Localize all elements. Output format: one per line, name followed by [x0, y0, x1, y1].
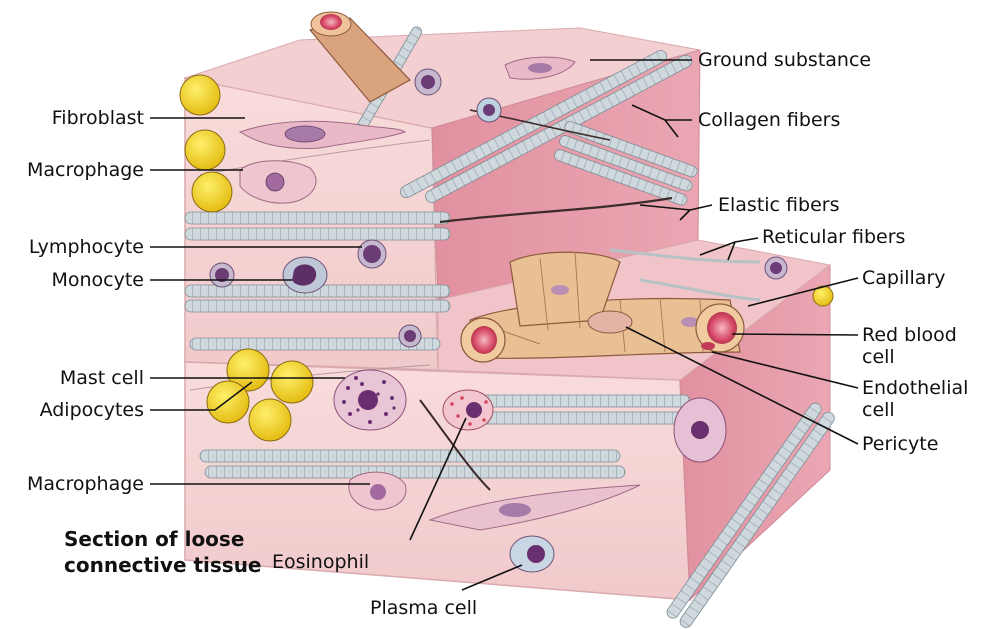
caption-line-1: Section of loose [64, 526, 244, 552]
label-adipocytes: Adipocytes [40, 399, 144, 421]
label-capillary: Capillary [862, 267, 946, 289]
adipocyte [192, 172, 232, 212]
mast-cell-nucleus [358, 390, 378, 410]
collagen-fiber [470, 412, 690, 424]
macrophage-nucleus [266, 173, 284, 191]
collagen-fiber [185, 228, 450, 240]
eosinophil-nucleus [466, 402, 482, 418]
label-endothelial-cell-line1: Endothelial [862, 377, 968, 399]
label-ground-substance: Ground substance [698, 49, 871, 71]
collagen-fiber [460, 395, 690, 407]
label-lymphocyte: Lymphocyte [29, 236, 144, 258]
red-blood-cell [707, 312, 737, 344]
lymphocyte-nucleus [363, 245, 381, 263]
fibroblast-nucleus [499, 503, 531, 517]
label-macrophage-top: Macrophage [27, 159, 144, 181]
adipocyte [207, 381, 249, 423]
label-endothelial-cell-line2: cell [862, 399, 895, 421]
label-monocyte: Monocyte [51, 269, 144, 291]
collagen-fiber [185, 212, 450, 224]
plasma-cell-nucleus [527, 545, 545, 563]
caption-line-2: connective tissue [64, 552, 262, 578]
fibroblast-nucleus [528, 63, 552, 73]
label-plasma-cell: Plasma cell [370, 597, 477, 619]
label-fibroblast: Fibroblast [52, 107, 144, 129]
cell-nucleus [691, 421, 709, 439]
adipocyte [185, 130, 225, 170]
label-red-blood-cell-line1: Red blood [862, 324, 957, 346]
cell-nucleus [770, 262, 782, 274]
macrophage-nucleus [370, 484, 386, 500]
fibroblast-nucleus [285, 126, 325, 142]
cell-nucleus [404, 330, 416, 342]
label-reticular-fibers: Reticular fibers [762, 226, 905, 248]
red-blood-cell [471, 326, 497, 354]
pericyte [588, 311, 632, 333]
collagen-fiber [200, 450, 620, 462]
endothelial-nucleus [551, 285, 569, 295]
adipocyte [180, 75, 220, 115]
collagen-fiber [205, 466, 625, 478]
label-mast-cell: Mast cell [60, 367, 144, 389]
cell-nucleus [483, 104, 495, 116]
label-eosinophil: Eosinophil [272, 551, 369, 573]
cell-nucleus [421, 75, 435, 89]
label-macrophage-bottom: Macrophage [27, 473, 144, 495]
adipocyte [249, 399, 291, 441]
collagen-fiber [185, 300, 450, 312]
label-red-blood-cell-line2: cell [862, 346, 895, 368]
adipocyte [271, 361, 313, 403]
leader-red-blood-cell [732, 334, 858, 335]
label-collagen-fibers: Collagen fibers [698, 109, 840, 131]
label-elastic-fibers: Elastic fibers [718, 194, 839, 216]
red-blood-cell [701, 342, 715, 350]
label-pericyte: Pericyte [862, 433, 938, 455]
